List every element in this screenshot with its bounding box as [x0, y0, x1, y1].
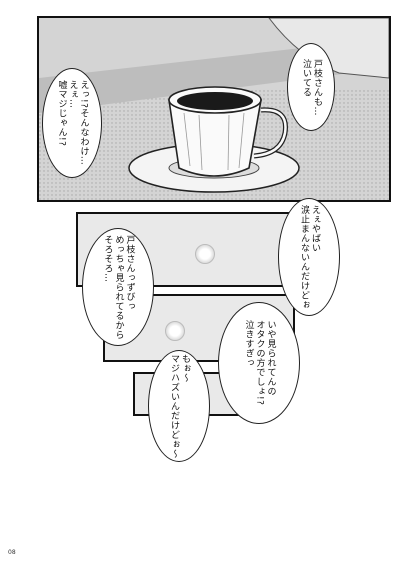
speech-bubble: いや見られてんの オタクの方でしょ!? 泣きすぎっ [218, 302, 300, 424]
speech-text: えっ!?そんなわけ… えぇ… 嘘マジじゃん!? [56, 80, 89, 166]
speech-bubble: 戸枝さんっずびっ めっちゃ見られてるから そろそろ… [82, 228, 154, 346]
speech-text: もぉ〜 マジハズいんだけどぉ〜 [169, 353, 190, 459]
speech-bubble: えっ!?そんなわけ… えぇ… 嘘マジじゃん!? [42, 68, 102, 178]
light-glow [165, 321, 185, 341]
speech-bubble: えぇやばい 涙止まんないんだけどぉ [278, 198, 340, 316]
speech-text: 戸枝さんも… 泣いてる [301, 58, 322, 116]
speech-bubble: 戸枝さんも… 泣いてる [287, 43, 335, 131]
speech-text: いや見られてんの オタクの方でしょ!? 泣きすぎっ [243, 320, 276, 406]
light-glow [195, 244, 215, 264]
speech-bubble: もぉ〜 マジハズいんだけどぉ〜 [148, 350, 210, 462]
page-number: 08 [8, 549, 16, 556]
panel-coffee-scene: 戸枝さんも… 泣いてる えっ!?そんなわけ… えぇ… 嘘マジじゃん!? [37, 16, 391, 202]
speech-text: えぇやばい 涙止まんないんだけどぉ [299, 204, 320, 310]
speech-text: 戸枝さんっずびっ めっちゃ見られてるから そろそろ… [102, 234, 135, 340]
